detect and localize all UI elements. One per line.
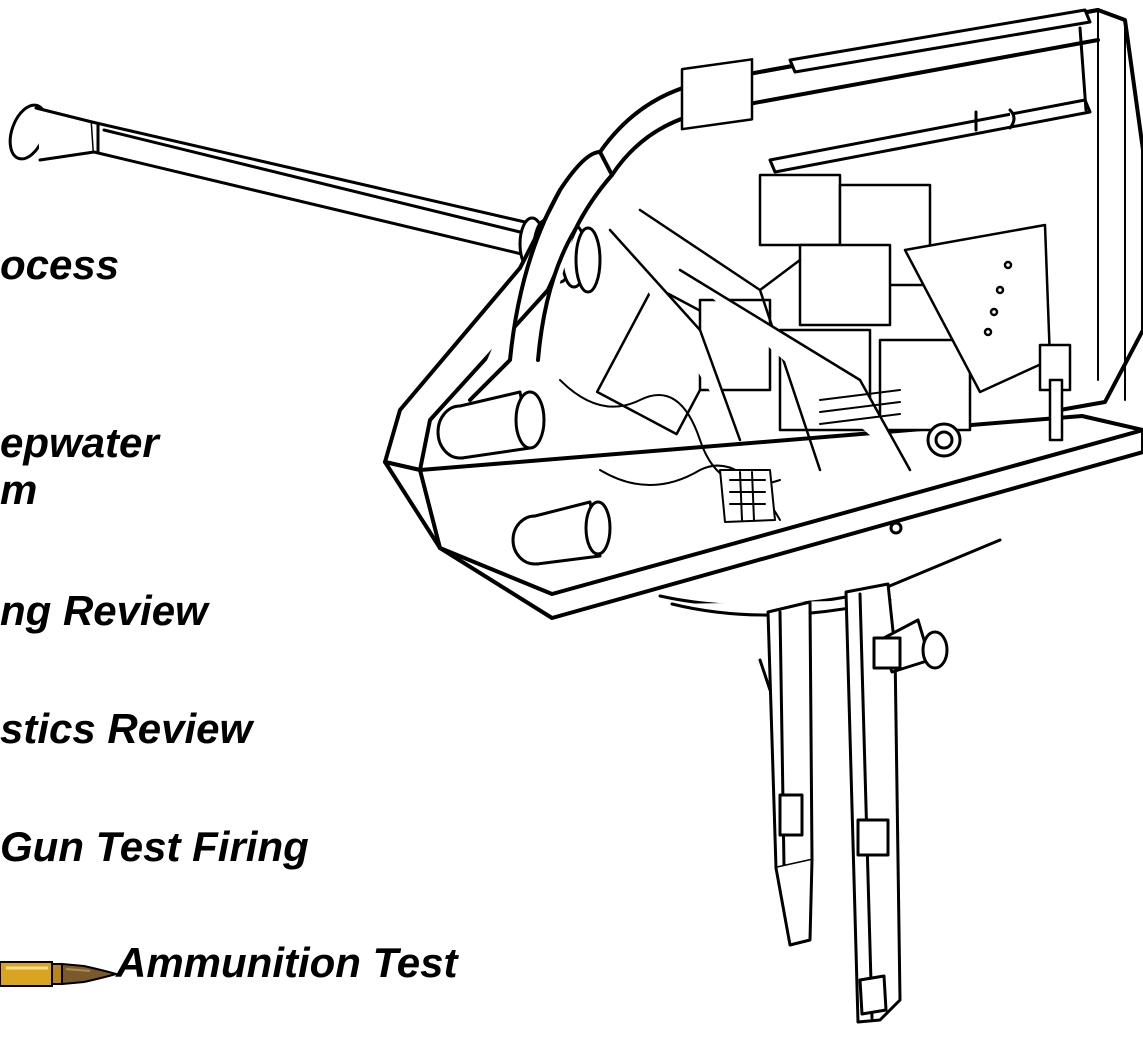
drive-motors	[436, 390, 962, 566]
list-item-process: ocess	[0, 241, 120, 288]
list-item-deepwater-line1: epwater	[0, 419, 159, 466]
list-item-ammunition-test: Ammunition Test	[116, 939, 458, 986]
gun-barrel	[8, 103, 532, 258]
list-item-deepwater-line2: m	[0, 466, 38, 513]
ammunition-cartridge-icon	[0, 961, 118, 987]
list-item-logistics-review: stics Review	[0, 705, 253, 752]
ammunition-hoist	[758, 582, 949, 1024]
cable-harness	[559, 379, 901, 523]
list-item-engineering-review: ng Review	[0, 587, 208, 634]
list-item-gun-test-firing: Gun Test Firing	[0, 823, 309, 870]
top-rails	[768, 8, 1092, 174]
